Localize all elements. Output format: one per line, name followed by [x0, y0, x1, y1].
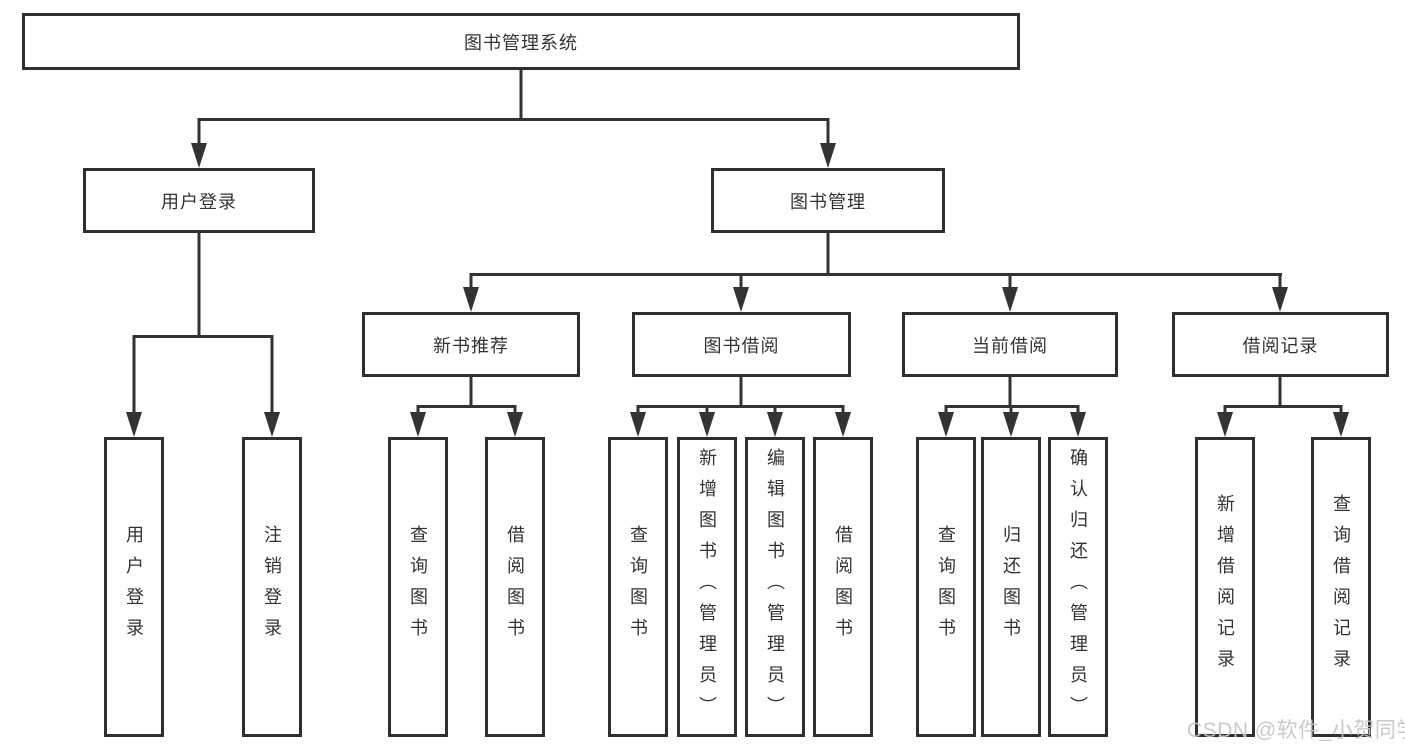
leaf-return-books: 归还图书	[981, 437, 1041, 737]
leaf-user-login-label: 用户登录	[124, 525, 144, 649]
leaf-add-borrow-record: 新增借阅记录	[1195, 437, 1255, 737]
leaf-borrow-books-recommend-label: 借阅图书	[505, 525, 525, 649]
leaf-borrow-books-recommend: 借阅图书	[485, 437, 545, 737]
leaf-logout-label: 注销登录	[262, 525, 282, 649]
leaf-edit-books-admin: 编辑图书（管理员）	[745, 437, 805, 737]
leaf-logout: 注销登录	[242, 437, 302, 737]
leaf-edit-books-admin-label: 编辑图书（管理员）	[765, 447, 785, 727]
leaf-return-books-label: 归还图书	[1001, 525, 1021, 649]
leaf-query-books-current: 查询图书	[916, 437, 976, 737]
leaf-add-borrow-record-label: 新增借阅记录	[1215, 494, 1235, 680]
leaf-query-books-recommend: 查询图书	[388, 437, 448, 737]
leaf-query-borrow-record: 查询借阅记录	[1311, 437, 1371, 737]
leaf-query-borrow-record-label: 查询借阅记录	[1331, 494, 1351, 680]
leaf-add-books-admin-label: 新增图书（管理员）	[697, 447, 717, 727]
leaf-query-books-borrowing-label: 查询图书	[628, 525, 648, 649]
leaf-borrow-books-borrowing: 借阅图书	[813, 437, 873, 737]
csdn-watermark: CSDN @软件_小贺同学	[1187, 719, 1405, 742]
leaf-confirm-return-admin: 确认归还（管理员）	[1048, 437, 1108, 737]
leaf-borrow-books-borrowing-label: 借阅图书	[833, 525, 853, 649]
leaf-add-books-admin: 新增图书（管理员）	[677, 437, 737, 737]
leaf-query-books-borrowing: 查询图书	[608, 437, 668, 737]
node-user-login: 用户登录	[83, 168, 315, 233]
node-current-borrowing: 当前借阅	[902, 312, 1118, 377]
node-new-book-recommendation: 新书推荐	[362, 312, 580, 377]
node-book-borrowing: 图书借阅	[632, 312, 851, 377]
node-root-library-management-system: 图书管理系统	[22, 13, 1020, 70]
leaf-user-login: 用户登录	[104, 437, 164, 737]
leaf-query-books-current-label: 查询图书	[936, 525, 956, 649]
leaf-query-books-recommend-label: 查询图书	[408, 525, 428, 649]
node-borrowing-records: 借阅记录	[1172, 312, 1389, 377]
leaf-confirm-return-admin-label: 确认归还（管理员）	[1068, 447, 1088, 727]
node-book-management: 图书管理	[711, 168, 945, 233]
